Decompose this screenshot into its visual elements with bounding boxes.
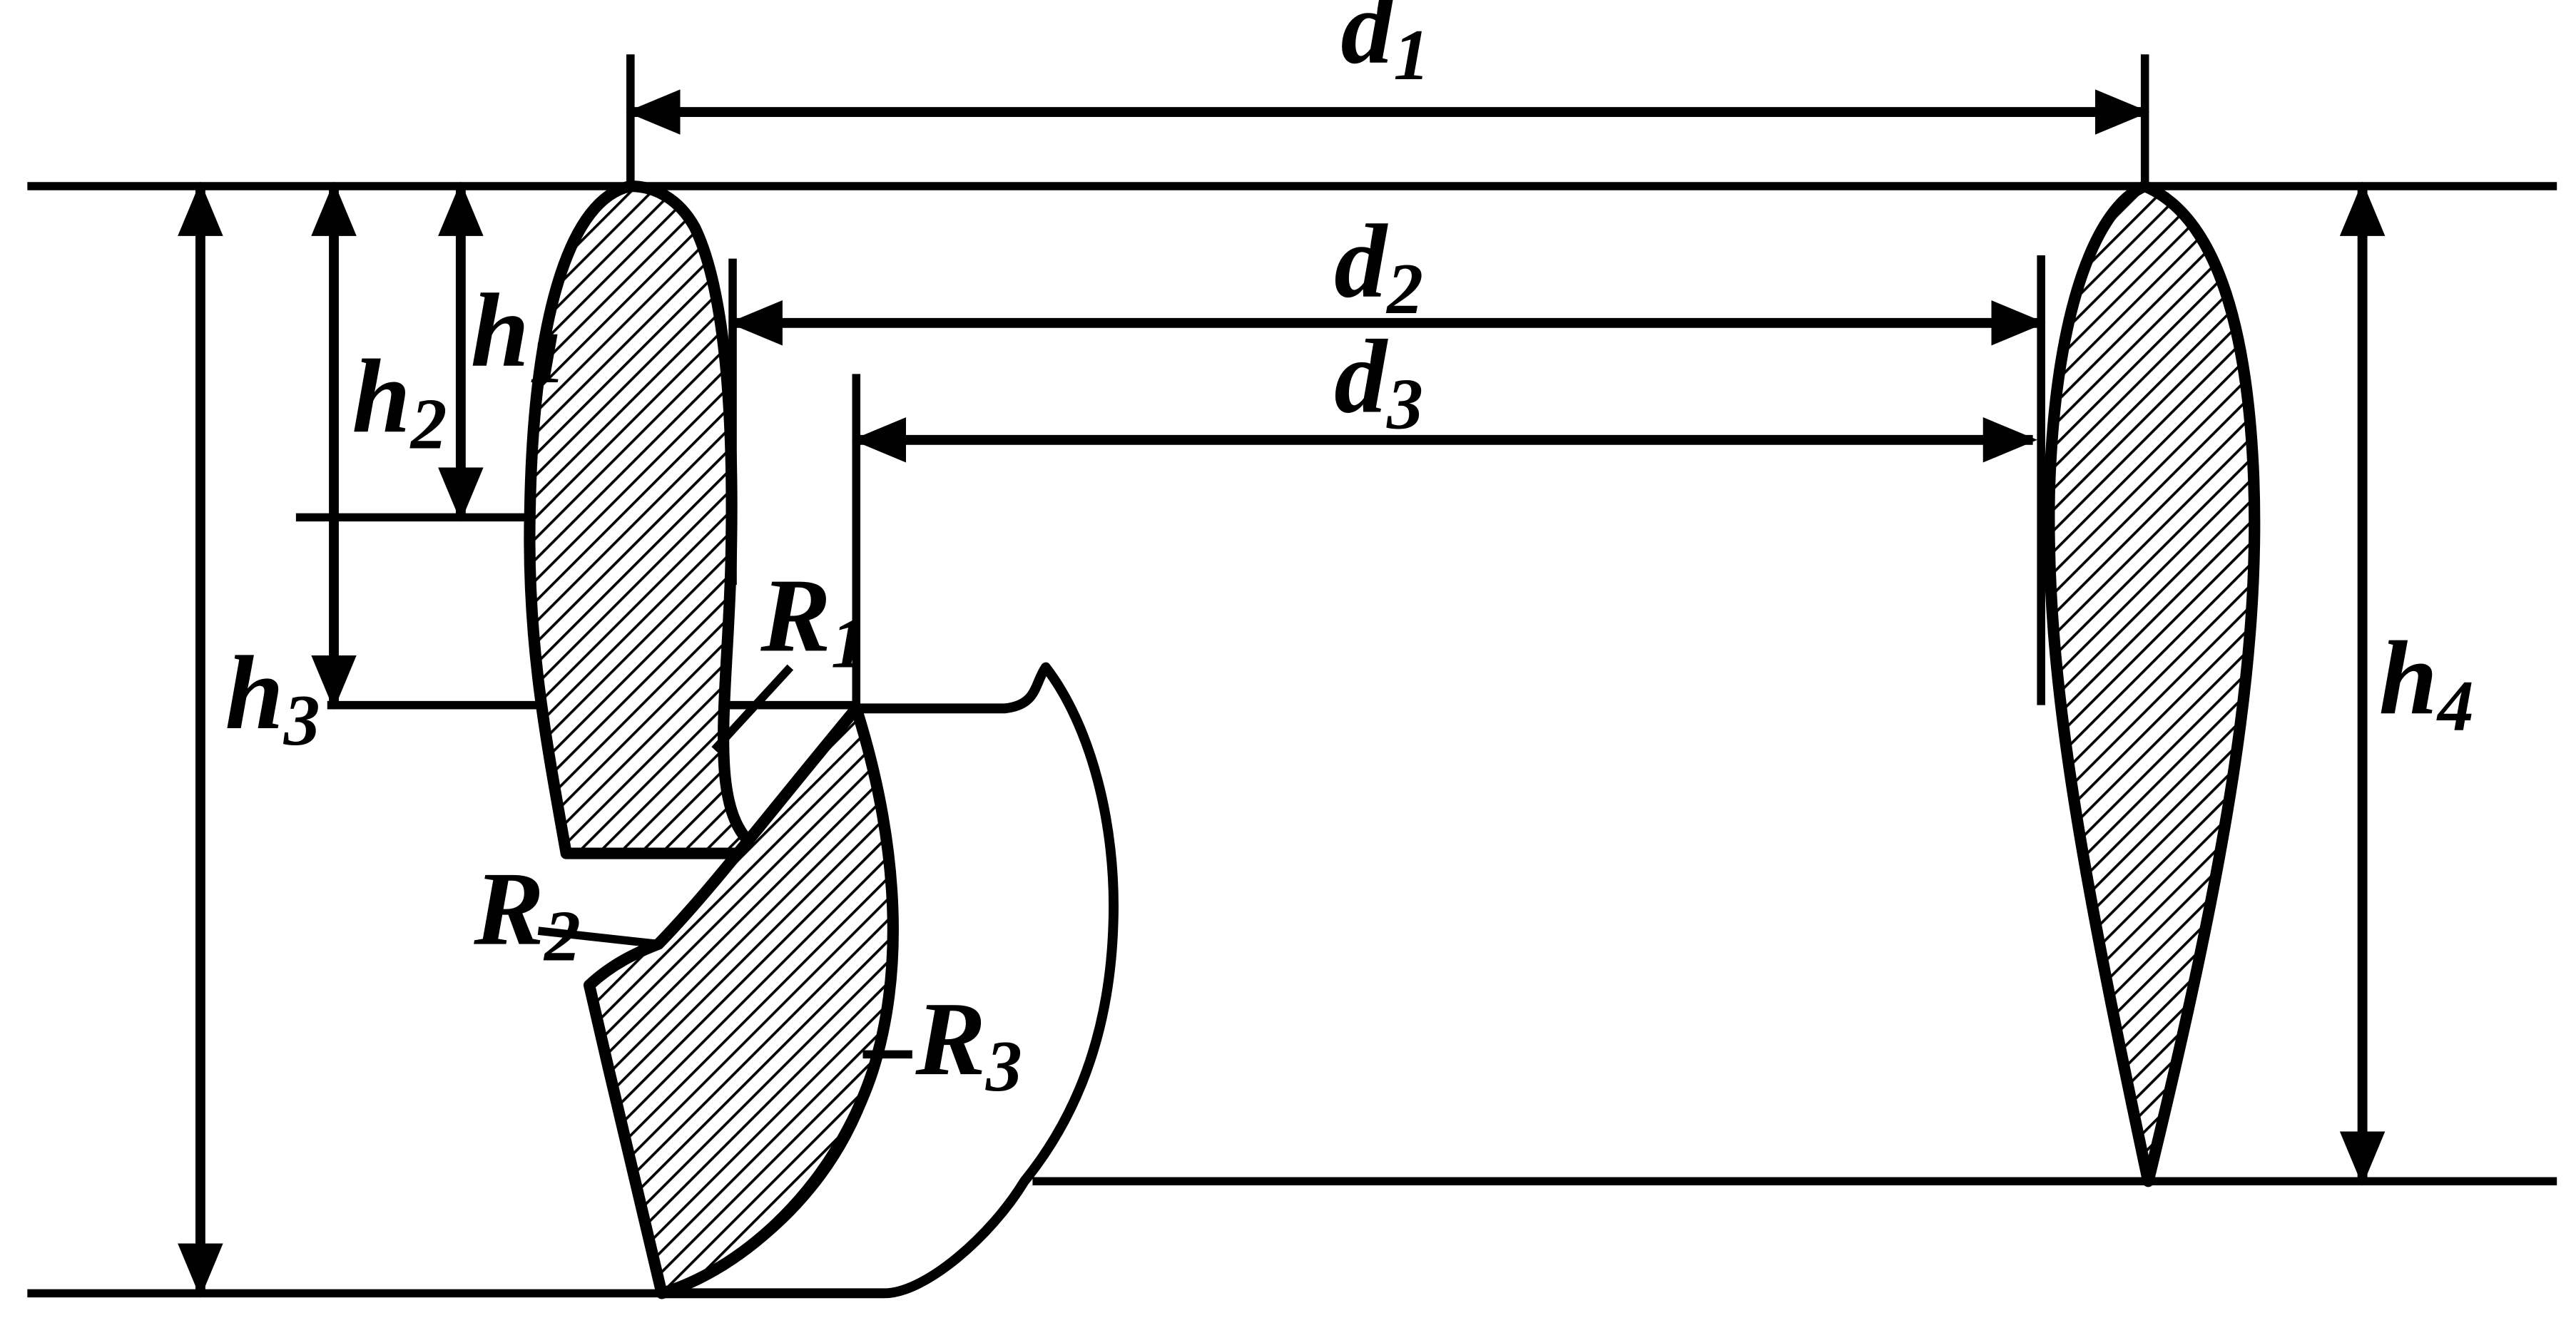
h1-label: h1 (471, 272, 566, 398)
r2-leader-line (537, 926, 659, 949)
left-lower-blade-section (583, 703, 899, 1299)
h3-label: h3 (225, 634, 320, 760)
r1-leader-line (711, 664, 794, 752)
left-upper-blade-section (524, 180, 772, 859)
d2-label: d2 (1334, 203, 1423, 329)
h4-label: h4 (2379, 619, 2474, 745)
r2-label: R2 (473, 850, 580, 976)
h2-label: h2 (352, 337, 447, 464)
d3-label: d3 (1334, 318, 1423, 444)
r3-label: R3 (915, 980, 1022, 1106)
right-blade-section (2043, 180, 2261, 1187)
d1-label: d1 (1340, 0, 1430, 95)
r1-label: R1 (760, 556, 867, 683)
